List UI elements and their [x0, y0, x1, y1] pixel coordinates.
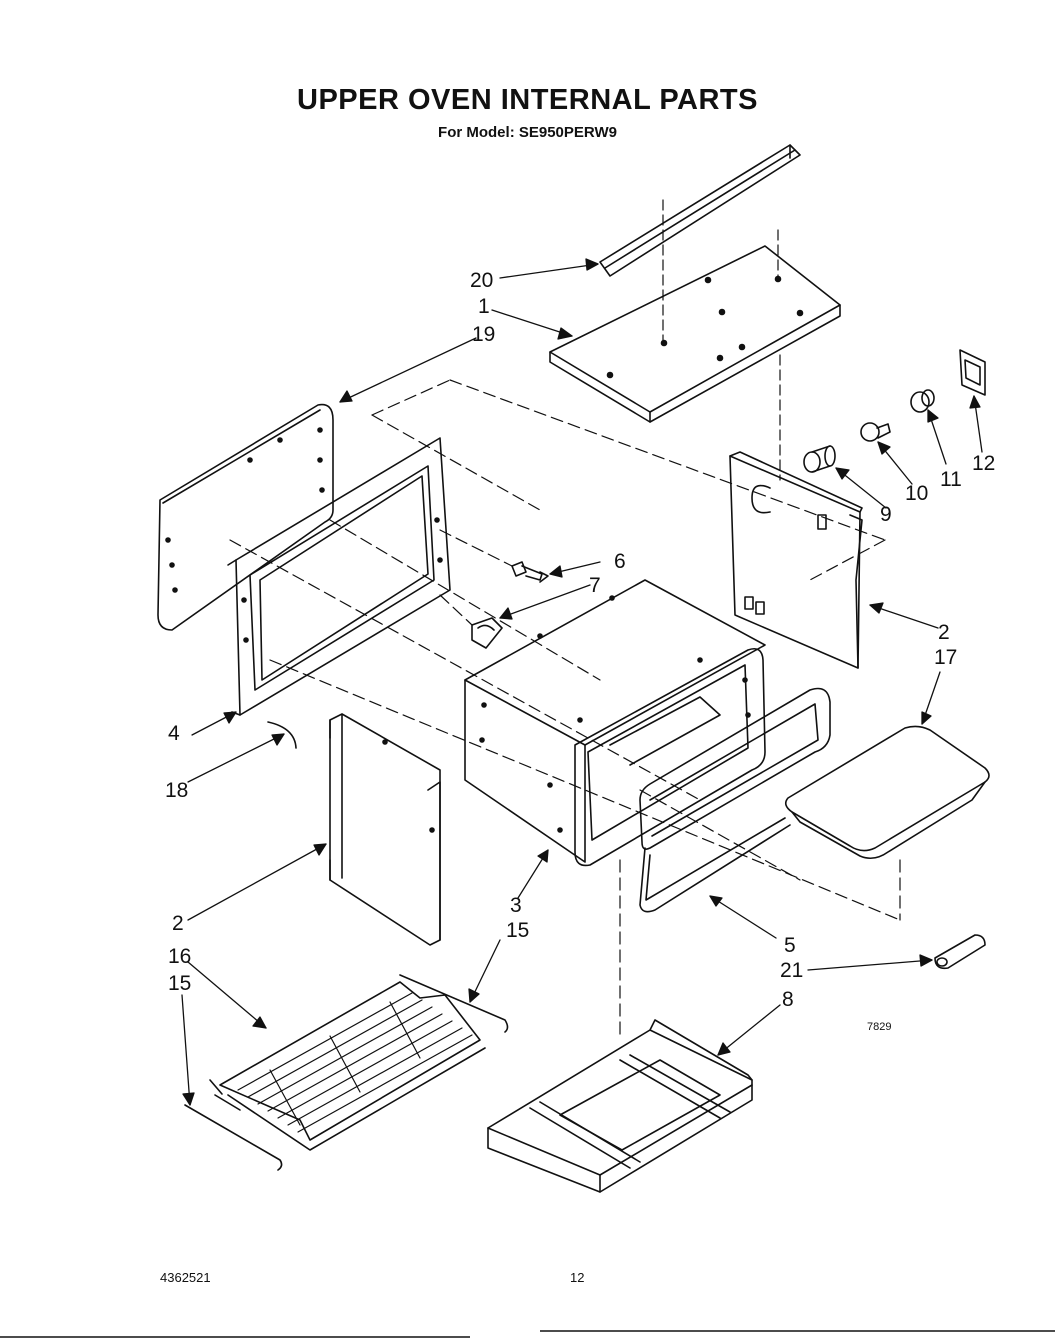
callout-15-right: 15: [506, 919, 529, 942]
part-4-oven-frame: [227, 437, 451, 716]
part-1-top-panel: [549, 245, 841, 423]
callout-9: 9: [880, 503, 892, 526]
part-12-light-bracket: [959, 349, 986, 396]
callout-20: 20: [470, 269, 493, 292]
callout-15-left: 15: [168, 972, 191, 995]
part-11-light-lens: [910, 389, 935, 413]
callout-19: 19: [472, 323, 495, 346]
callout-21: 21: [780, 959, 803, 982]
part-2-side-panel-left: [329, 713, 441, 946]
footer-part-number: 4362521: [160, 1270, 211, 1285]
part-17-broil-pan: [784, 725, 990, 860]
part-7-clip: [471, 617, 503, 649]
callout-2-left: 2: [172, 912, 184, 935]
callout-1: 1: [478, 295, 490, 318]
part-10-light-bulb: [860, 422, 891, 442]
page-title: UPPER OVEN INTERNAL PARTS: [297, 84, 758, 116]
footer-page-number: 12: [570, 1270, 585, 1285]
callout-7: 7: [589, 574, 601, 597]
diagram-code: 7829: [867, 1021, 891, 1033]
callout-8: 8: [782, 988, 794, 1011]
callout-11: 11: [940, 468, 962, 491]
part-20-top-trim: [599, 144, 801, 277]
callout-18: 18: [165, 779, 188, 802]
part-9-light-socket: [803, 445, 836, 473]
part-16-oven-rack: [209, 981, 486, 1151]
callout-16: 16: [168, 945, 191, 968]
part-6-screw: [511, 561, 549, 583]
callout-12: 12: [972, 452, 995, 475]
callout-3: 3: [510, 894, 522, 917]
callout-10: 10: [905, 482, 928, 505]
part-15-rack-slide-left: [184, 1104, 283, 1171]
part-3-oven-liner: [464, 579, 766, 867]
part-18-wire-clip: [267, 721, 297, 749]
model-subtitle: For Model: SE950PERW9: [438, 124, 617, 141]
callout-5: 5: [784, 934, 796, 957]
part-15-rack-slide-right: [399, 974, 509, 1033]
part-8-broil-drawer: [487, 1019, 753, 1193]
part-19-rear-panel: [157, 403, 334, 631]
part-5-broil-element: [639, 687, 831, 913]
callout-6: 6: [614, 550, 626, 573]
callout-17: 17: [934, 646, 957, 669]
part-21-knob: [934, 934, 986, 970]
callout-4: 4: [168, 722, 180, 745]
callout-2-right: 2: [938, 621, 950, 644]
part-2-side-panel-right: [729, 451, 863, 669]
